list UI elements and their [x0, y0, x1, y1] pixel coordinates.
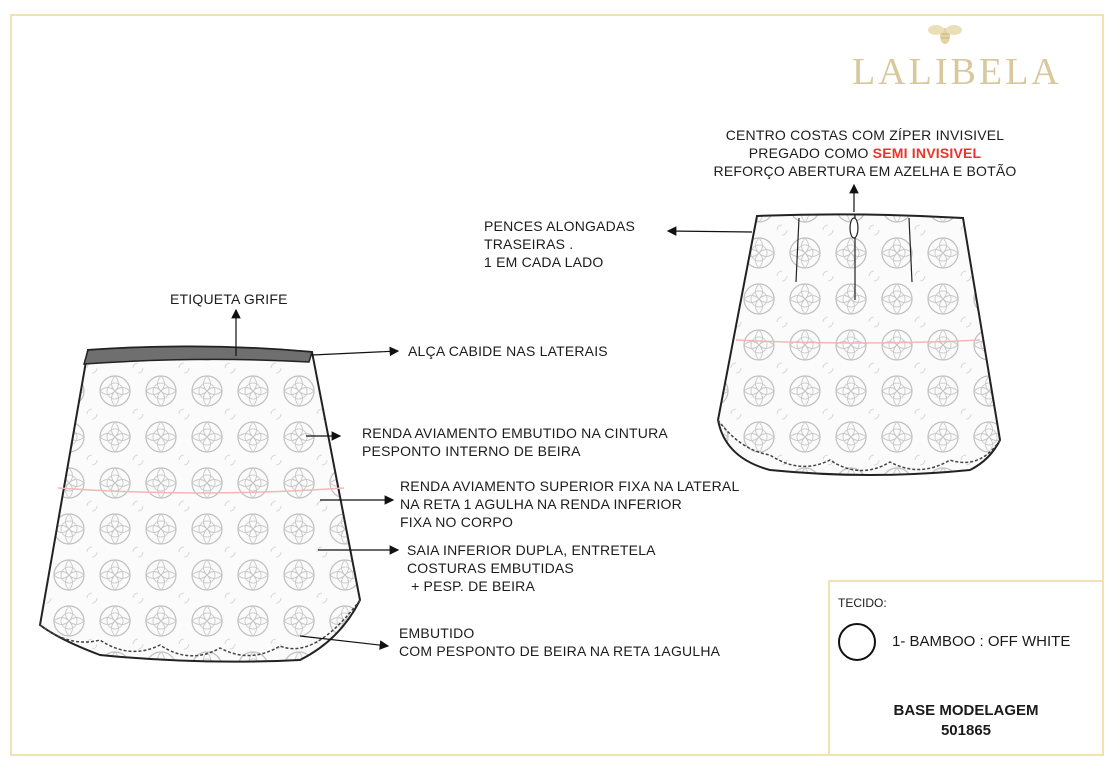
note-line: CENTRO COSTAS COM ZÍPER INVISIVEL [725, 127, 1005, 143]
fabric-title: TECIDO: [838, 596, 887, 610]
back-darts-note: PENCES ALONGADAS TRASEIRAS . 1 EM CADA L… [484, 217, 635, 271]
right-dart [908, 217, 913, 283]
fabric-item: 1- BAMBOO : OFF WHITE [892, 633, 1071, 650]
fabric-info-box: TECIDO: 1- BAMBOO : OFF WHITE BASE MODEL… [828, 580, 1104, 756]
fabric-swatch [838, 623, 876, 661]
lace-join-line [735, 339, 981, 344]
note-line: NA RETA 1 AGULHA NA RENDA INFERIOR [400, 496, 682, 512]
note-line: TRASEIRAS . [484, 236, 574, 252]
page-frame [10, 14, 1104, 756]
semi-invisible-highlight: SEMI INVISIVEL [872, 145, 982, 161]
left-dart [795, 217, 800, 283]
hem-note: EMBUTIDO COM PESPONTO DE BEIRA NA RETA 1… [399, 624, 720, 660]
note-line: PREGADO COMO SEMI INVISIVEL [690, 144, 1040, 162]
note-line: EMBUTIDO [399, 625, 475, 641]
bee-icon [928, 25, 962, 44]
button-loop [849, 217, 859, 239]
note-line: + PESP. DE BEIRA [407, 578, 536, 594]
lace-join-line [57, 487, 345, 494]
back-skirt-drawing [716, 213, 1002, 476]
hanger-loop-note: ALÇA CABIDE NAS LATERAIS [408, 343, 608, 359]
lower-skirt-note: SAIA INFERIOR DUPLA, ENTRETELA COSTURAS … [407, 541, 656, 595]
annotation-arrows [231, 183, 859, 650]
note-line: SAIA INFERIOR DUPLA, ENTRETELA [407, 542, 656, 558]
brand-logo: LALIBELA [852, 51, 1062, 93]
note-line: RENDA AVIAMENTO SUPERIOR FIXA NA LATERAL [400, 478, 740, 494]
waistband [82, 345, 313, 365]
note-line: COM PESPONTO DE BEIRA NA RETA 1AGULHA [399, 643, 721, 659]
back-zip-note: CENTRO COSTAS COM ZÍPER INVISIVEL PREGAD… [690, 126, 1040, 180]
note-line: PENCES ALONGADAS [484, 218, 636, 234]
upper-lace-note: RENDA AVIAMENTO SUPERIOR FIXA NA LATERAL… [400, 477, 739, 531]
brand-label-note: ETIQUETA GRIFE [170, 291, 288, 307]
note-line: FIXA NO CORPO [400, 514, 514, 530]
note-line: PESPONTO INTERNO DE BEIRA [362, 443, 581, 459]
note-line: RENDA AVIAMENTO EMBUTIDO NA CINTURA [362, 425, 668, 441]
note-text: PREGADO COMO [748, 145, 873, 161]
note-line: 1 EM CADA LADO [484, 254, 604, 270]
front-skirt-drawing [38, 345, 362, 663]
waist-lace-note: RENDA AVIAMENTO EMBUTIDO NA CINTURA PESP… [362, 424, 668, 460]
base-title: BASE MODELAGEM [893, 702, 1039, 719]
base-code: 501865 [940, 722, 992, 739]
note-line: REFORÇO ABERTURA EM AZELHA E BOTÃO [713, 163, 1017, 179]
note-line: COSTURAS EMBUTIDAS [407, 560, 574, 576]
